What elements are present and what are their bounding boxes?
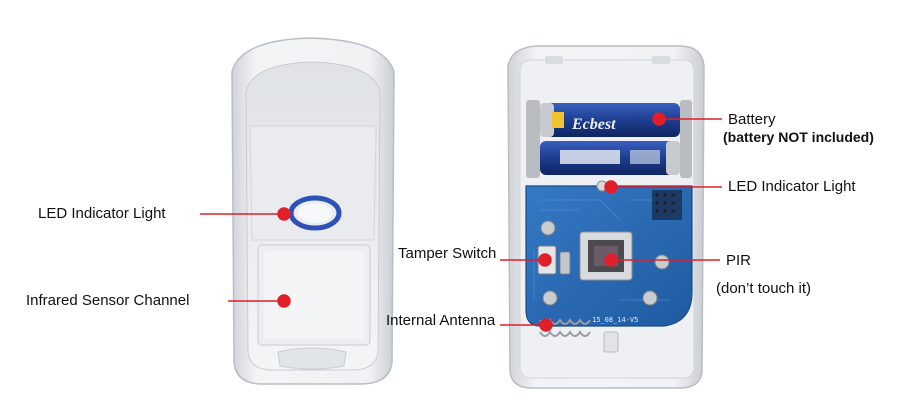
front-led-label: LED Indicator Light <box>38 205 166 222</box>
pcb-code: 15_08_14-V5 <box>592 316 638 324</box>
back-led-dot <box>604 180 618 194</box>
pir-label: PIR <box>726 252 752 269</box>
battery-brand: Ecbest <box>571 116 616 133</box>
battery-cell-1 <box>540 103 680 137</box>
front-detector <box>231 37 395 385</box>
battery-label: Battery <box>728 111 776 128</box>
front-ir-label: Infrared Sensor Channel <box>26 292 190 309</box>
pir-note-label: (don’t touch it) <box>716 280 812 297</box>
front-ir-dot <box>277 294 291 308</box>
front-led-ring <box>288 195 342 231</box>
battery-pack: Ecbest <box>540 103 680 175</box>
battery-dot <box>652 112 666 126</box>
tamper-dot <box>538 253 552 267</box>
antenna-dot <box>539 318 553 332</box>
front-led-dot <box>277 207 291 221</box>
callouts <box>200 112 722 332</box>
pir-dot <box>604 253 618 267</box>
antenna-label: Internal Antenna <box>386 312 496 329</box>
battery-note-label: (battery NOT included) <box>723 129 874 145</box>
jumper-pins <box>652 190 682 220</box>
back-led-label: LED Indicator Light <box>728 178 856 195</box>
tamper-label: Tamper Switch <box>398 245 497 262</box>
open-detector: Ecbest <box>507 45 705 389</box>
